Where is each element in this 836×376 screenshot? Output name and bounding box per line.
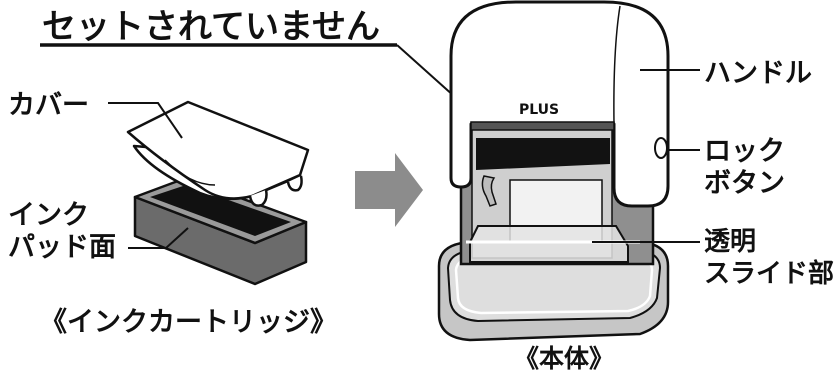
handle-side-edge [613,5,621,125]
lock-button-label-line2: ボタン [704,168,785,199]
handle-window-edge [470,121,615,131]
ink-pad-label-line2: パッド面 [8,232,116,263]
transparent-slide [469,225,629,263]
stamp-body-illustration: PLUS ハンドル ロック ボタン 透明 スライド部 《本体》 [437,0,834,373]
slot-clip [481,175,497,207]
handle [449,0,670,208]
ink-pad-leader-line [128,227,189,249]
cover-label: カバー [8,90,89,121]
ink-pad-label-line1: インク [8,200,89,231]
cover-tab-right [286,175,303,192]
lock-button-label-line1: ロック [704,136,785,167]
title-group: セットされていません [40,7,494,132]
cover-shading [164,159,216,186]
ink-cartridge-illustration: カバー インク パッド面 《インクカートリッジ》 [8,90,337,338]
ink-pad-tray [133,176,308,286]
cover-leader-line [108,102,183,139]
body-caption: 《本体》 [514,344,614,373]
cartridge-slot-dark [476,138,610,170]
title-text: セットされていません [42,7,380,47]
cover-top [126,100,310,200]
brand-logo-text: PLUS [519,102,559,118]
lock-button [654,137,668,159]
cartridge-caption: 《インクカートリッジ》 [40,307,337,338]
slide-label-line2: スライド部 [704,259,834,289]
handle-label: ハンドル [704,58,812,89]
cover-tab-left [248,189,268,207]
right-arrow-icon [355,153,423,227]
ink-pad-surface [150,185,291,236]
slide-label-line1: 透明 [704,227,756,257]
